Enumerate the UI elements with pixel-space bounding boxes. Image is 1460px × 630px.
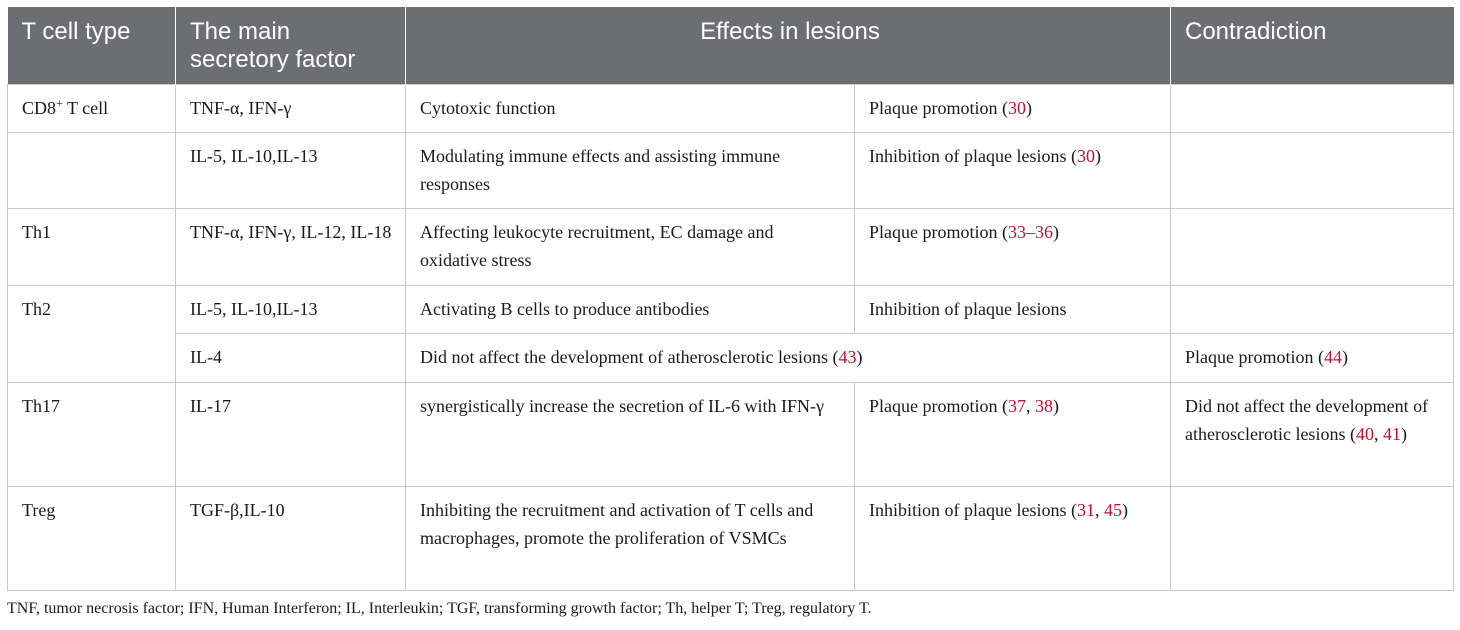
cell-effect: Cytotoxic function bbox=[405, 84, 855, 133]
header-row: T cell type The main secretory factor Ef… bbox=[7, 7, 1454, 85]
cell-outcome: Inhibition of plaque lesions bbox=[854, 285, 1171, 334]
table-row: Treg TGF-β,IL-10 Inhibiting the recruitm… bbox=[7, 486, 1454, 591]
cell-factor: TNF-α, IFN-γ bbox=[175, 84, 406, 133]
cell-type: Th17 bbox=[7, 382, 176, 487]
reference-separator: , bbox=[1094, 500, 1104, 520]
outcome-text: Plaque promotion ( bbox=[869, 396, 1008, 416]
outcome-text: Plaque promotion ( bbox=[869, 98, 1008, 118]
reference-link[interactable]: 31 bbox=[1076, 500, 1095, 520]
contradiction-text: Plaque promotion ( bbox=[1185, 347, 1324, 367]
cell-outcome: Plaque promotion (30) bbox=[854, 84, 1171, 133]
cell-effect: Activating B cells to produce antibodies bbox=[405, 285, 855, 334]
cell-factor: IL-17 bbox=[175, 382, 406, 487]
cell-effect: Modulating immune effects and assisting … bbox=[405, 132, 855, 209]
cell-contradiction bbox=[1170, 84, 1454, 133]
table-row: Th17 IL-17 synergistically increase the … bbox=[7, 382, 1454, 487]
cell-type: Th2 bbox=[7, 285, 176, 383]
reference-link[interactable]: 40 bbox=[1355, 424, 1374, 444]
cell-effect: Did not affect the development of athero… bbox=[405, 333, 1171, 383]
contradiction-text: Did not affect the development of athero… bbox=[1185, 396, 1429, 444]
cell-type: Th1 bbox=[7, 208, 176, 286]
reference-link[interactable]: 37 bbox=[1007, 396, 1026, 416]
reference-link[interactable]: 44 bbox=[1323, 347, 1342, 367]
cell-outcome: Inhibition of plaque lesions (30) bbox=[854, 132, 1171, 209]
outcome-close: ) bbox=[1121, 500, 1128, 520]
outcome-close: ) bbox=[1025, 98, 1032, 118]
outcome-text: Plaque promotion ( bbox=[869, 222, 1008, 242]
cell-contradiction bbox=[1170, 285, 1454, 334]
reference-link[interactable]: 30 bbox=[1076, 146, 1095, 166]
contradiction-close: ) bbox=[1341, 347, 1348, 367]
t-cell-table: T cell type The main secretory factor Ef… bbox=[7, 7, 1454, 591]
table-row: IL-4 Did not affect the development of a… bbox=[8, 333, 1454, 383]
contradiction-close: ) bbox=[1400, 424, 1407, 444]
table-row: Th2 IL-5, IL-10,IL-13 Activating B cells… bbox=[7, 285, 1454, 383]
type-superscript: + bbox=[56, 96, 63, 110]
cell-effect: Inhibiting the recruitment and activatio… bbox=[405, 486, 855, 591]
table-row: IL-5, IL-10,IL-13 Modulating immune effe… bbox=[7, 132, 1454, 209]
reference-link[interactable]: 33–36 bbox=[1007, 222, 1053, 242]
cell-factor: TNF-α, IFN-γ, IL-12, IL-18 bbox=[175, 208, 406, 286]
header-t-cell-type: T cell type bbox=[7, 7, 176, 85]
cell-effect: synergistically increase the secretion o… bbox=[405, 382, 855, 487]
table-footnote: TNF, tumor necrosis factor; IFN, Human I… bbox=[7, 600, 872, 617]
cell-contradiction: Did not affect the development of athero… bbox=[1170, 382, 1454, 487]
outcome-close: ) bbox=[1094, 146, 1101, 166]
cell-contradiction bbox=[1170, 208, 1454, 286]
cell-contradiction: Plaque promotion (44) bbox=[1170, 333, 1454, 383]
cell-effect: Affecting leukocyte recruitment, EC dama… bbox=[405, 208, 855, 286]
cell-factor: IL-4 bbox=[175, 333, 406, 383]
outcome-close: ) bbox=[1052, 396, 1059, 416]
cell-factor: IL-5, IL-10,IL-13 bbox=[175, 132, 406, 209]
cell-outcome: Inhibition of plaque lesions (31, 45) bbox=[854, 486, 1171, 591]
cell-contradiction bbox=[1170, 486, 1454, 591]
reference-link[interactable]: 45 bbox=[1103, 500, 1122, 520]
reference-link[interactable]: 30 bbox=[1007, 98, 1026, 118]
outcome-text: Inhibition of plaque lesions ( bbox=[869, 500, 1077, 520]
cell-contradiction bbox=[1170, 132, 1454, 209]
type-text: CD8 bbox=[22, 98, 57, 118]
outcome-close: ) bbox=[1052, 222, 1059, 242]
table-container: T cell type The main secretory factor Ef… bbox=[7, 7, 1454, 591]
effect-close: ) bbox=[856, 347, 863, 367]
header-contradiction: Contradiction bbox=[1170, 7, 1454, 85]
outcome-text: Inhibition of plaque lesions ( bbox=[869, 146, 1077, 166]
cell-outcome: Plaque promotion (33–36) bbox=[854, 208, 1171, 286]
reference-link[interactable]: 38 bbox=[1034, 396, 1053, 416]
cell-factor: TGF-β,IL-10 bbox=[175, 486, 406, 591]
cell-outcome: Plaque promotion (37, 38) bbox=[854, 382, 1171, 487]
table-row: CD8+ T cell TNF-α, IFN-γ Cytotoxic funct… bbox=[7, 84, 1454, 133]
cell-factor: IL-5, IL-10,IL-13 bbox=[175, 285, 406, 334]
cell-type: CD8+ T cell bbox=[7, 84, 176, 133]
effect-text: Did not affect the development of athero… bbox=[420, 347, 839, 367]
reference-link[interactable]: 43 bbox=[838, 347, 857, 367]
table-row: Th1 TNF-α, IFN-γ, IL-12, IL-18 Affecting… bbox=[7, 208, 1454, 286]
cell-type: Treg bbox=[7, 486, 176, 591]
reference-separator: , bbox=[1025, 396, 1035, 416]
reference-separator: , bbox=[1373, 424, 1383, 444]
cell-type bbox=[7, 132, 176, 209]
header-effects: Effects in lesions bbox=[405, 7, 1171, 85]
header-secretory-factor: The main secretory factor bbox=[175, 7, 406, 85]
type-text-rest: T cell bbox=[62, 98, 109, 118]
reference-link[interactable]: 41 bbox=[1382, 424, 1401, 444]
